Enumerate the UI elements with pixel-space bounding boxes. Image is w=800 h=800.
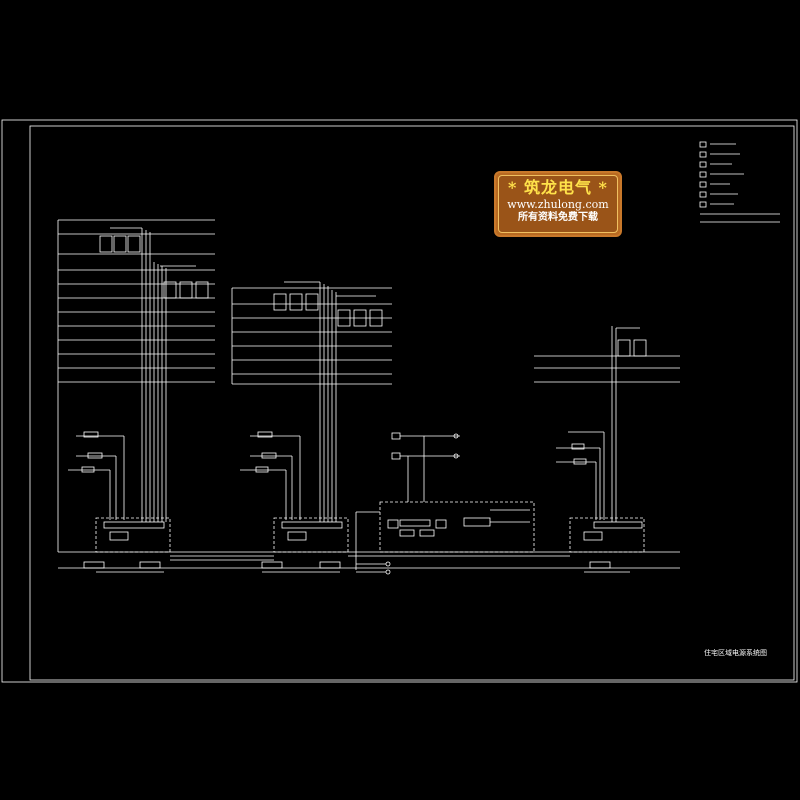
riser-block-middle [231, 281, 392, 522]
watermark-title: * 筑龙电气 * [508, 178, 608, 197]
bottom-bus [58, 551, 680, 573]
watermark-note: 所有资料免费下载 [518, 212, 598, 223]
riser-block-left [57, 219, 215, 552]
cabinet-middle [273, 517, 349, 553]
cabinet-left [95, 517, 171, 553]
legend [699, 141, 780, 223]
watermark-badge: * 筑龙电气 * www.zhulong.com 所有资料免费下载 [494, 171, 622, 237]
cabinet-right [569, 517, 645, 553]
watermark-url: www.zhulong.com [507, 198, 609, 211]
riser-block-right [534, 326, 680, 522]
drawing-caption: 住宅区域电源系统图 [704, 649, 767, 657]
drawing-border-inner [29, 125, 795, 681]
drawing-border-outer [1, 119, 798, 683]
control-center-block [355, 432, 535, 575]
